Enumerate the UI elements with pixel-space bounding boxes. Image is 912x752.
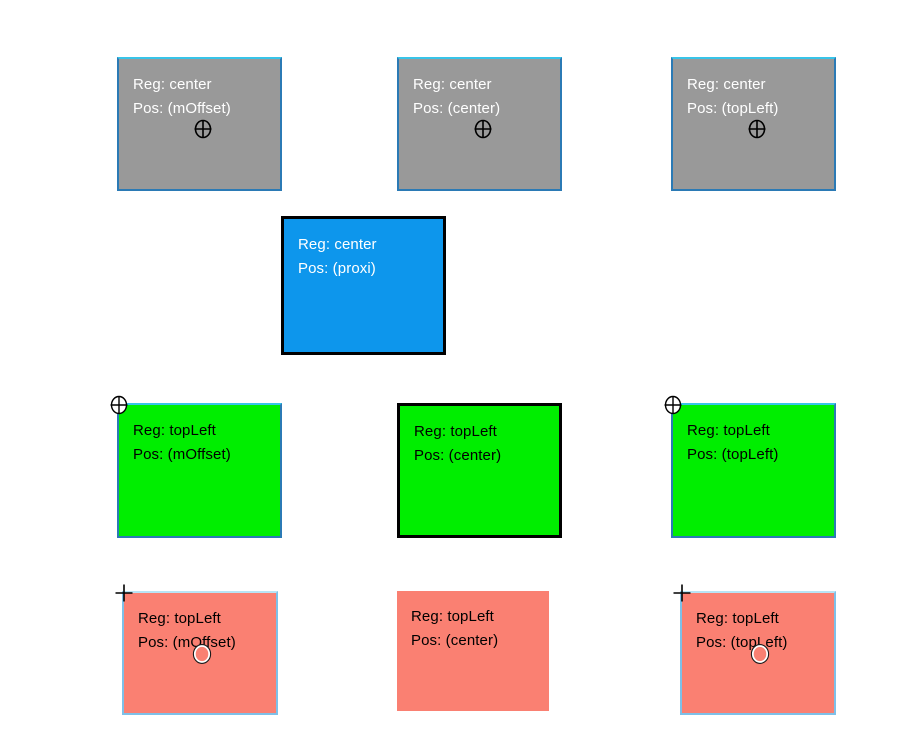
green-box-moffset-labels: Reg: topLeft Pos: (mOffset)	[119, 405, 280, 467]
crosshair-circle-icon	[473, 119, 493, 139]
reg-label: Reg: topLeft	[138, 610, 221, 627]
crosshair-circle-icon	[193, 119, 213, 139]
reg-label: Reg: topLeft	[411, 608, 494, 625]
crosshair-circle-icon	[747, 119, 767, 139]
blue-box-proxi[interactable]: Reg: center Pos: (proxi)	[281, 216, 446, 355]
reg-label: Reg: center	[413, 76, 492, 93]
gray-box-topleft[interactable]: Reg: center Pos: (topLeft)	[671, 57, 836, 191]
gray-box-center[interactable]: Reg: center Pos: (center)	[397, 57, 562, 191]
circle-outline-icon	[750, 644, 770, 664]
reg-label: Reg: topLeft	[133, 422, 216, 439]
reg-label: Reg: center	[687, 76, 766, 93]
green-box-center-labels: Reg: topLeft Pos: (center)	[400, 406, 559, 468]
reg-label: Reg: center	[298, 236, 377, 253]
pink-box-center-labels: Reg: topLeft Pos: (center)	[397, 591, 549, 653]
pos-label: Pos: (mOffset)	[133, 100, 231, 117]
pos-label: Pos: (proxi)	[298, 260, 376, 277]
reg-label: Reg: topLeft	[696, 610, 779, 627]
gray-box-topleft-labels: Reg: center Pos: (topLeft)	[673, 59, 834, 121]
blue-box-proxi-labels: Reg: center Pos: (proxi)	[284, 219, 443, 281]
green-box-center[interactable]: Reg: topLeft Pos: (center)	[397, 403, 562, 538]
plus-icon	[673, 584, 691, 602]
pos-label: Pos: (topLeft)	[696, 634, 788, 651]
green-box-topleft-labels: Reg: topLeft Pos: (topLeft)	[673, 405, 834, 467]
gray-box-center-labels: Reg: center Pos: (center)	[399, 59, 560, 121]
gray-box-moffset-labels: Reg: center Pos: (mOffset)	[119, 59, 280, 121]
pos-label: Pos: (center)	[413, 100, 501, 117]
reg-label: Reg: topLeft	[414, 423, 497, 440]
reg-label: Reg: topLeft	[687, 422, 770, 439]
pos-label: Pos: (topLeft)	[687, 100, 779, 117]
green-box-topleft[interactable]: Reg: topLeft Pos: (topLeft)	[664, 395, 836, 538]
pink-box-topleft[interactable]: Reg: topLeft Pos: (topLeft)	[673, 584, 836, 715]
reg-label: Reg: center	[133, 76, 212, 93]
crosshair-circle-icon	[109, 395, 129, 415]
pink-box-center[interactable]: Reg: topLeft Pos: (center)	[397, 591, 549, 711]
crosshair-circle-icon	[663, 395, 683, 415]
green-box-moffset[interactable]: Reg: topLeft Pos: (mOffset)	[110, 395, 282, 538]
pink-box-topleft-labels: Reg: topLeft Pos: (topLeft)	[682, 593, 834, 655]
pos-label: Pos: (topLeft)	[687, 446, 779, 463]
pos-label: Pos: (center)	[414, 447, 502, 464]
plus-icon	[115, 584, 133, 602]
pink-box-moffset[interactable]: Reg: topLeft Pos: (mOffset)	[115, 584, 278, 715]
circle-outline-icon	[192, 644, 212, 664]
pos-label: Pos: (center)	[411, 632, 499, 649]
pos-label: Pos: (mOffset)	[138, 634, 236, 651]
pink-box-moffset-labels: Reg: topLeft Pos: (mOffset)	[124, 593, 276, 655]
pos-label: Pos: (mOffset)	[133, 446, 231, 463]
gray-box-moffset[interactable]: Reg: center Pos: (mOffset)	[117, 57, 282, 191]
